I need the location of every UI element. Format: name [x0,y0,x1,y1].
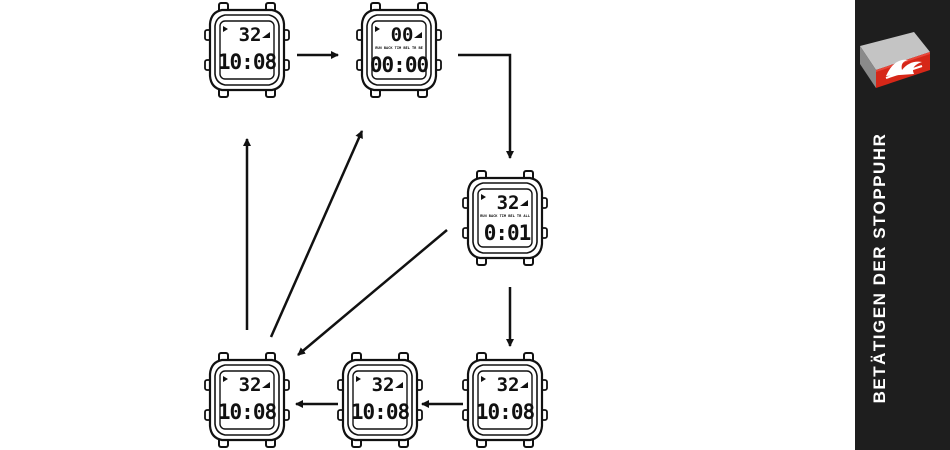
watch-bottom-display: 10:08 [351,400,410,424]
arrow-icon [271,131,362,337]
watch-bottom-display: 0:01 [484,221,531,245]
watch-icon: 32 10:08 [205,353,289,447]
watch-top-display: 00 [391,24,414,46]
page-title: BETÄTIGEN DER STOPPUHR [870,103,890,433]
watch-icon: 32 10:08 [205,3,289,97]
watch-bottom-display: 10:08 [218,400,277,424]
sidebar: BETÄTIGEN DER STOPPUHR [855,0,950,450]
watch-top-display: 32 [372,374,395,396]
watch-icon: 32 RUN BACK TIM BEL TR ALL 0:01 [463,171,547,265]
watch-top-display: 32 [497,192,520,214]
watch-mode-labels: RUN BACK TIM BEL TR BE [375,46,423,50]
quiksilver-logo-icon [858,30,932,90]
watch-bottom-display: 00:00 [370,53,429,77]
watch-icon: 32 10:08 [338,353,422,447]
watch-bottom-display: 10:08 [218,50,277,74]
arrow-icon [458,55,510,158]
watch-icon: 00 RUN BACK TIM BEL TR BE 00:00 [357,3,441,97]
arrow-icon [298,230,447,355]
watch-top-display: 32 [239,374,262,396]
stopwatch-flow-diagram: 32 10:08 00 RUN BACK TIM BEL TR BE 00:00… [0,0,855,450]
watch-top-display: 32 [497,374,520,396]
watch-bottom-display: 10:08 [476,400,535,424]
watch-top-display: 32 [239,24,262,46]
watch-mode-labels: RUN BACK TIM BEL TR ALL [480,214,531,218]
watch-icon: 32 10:08 [463,353,547,447]
